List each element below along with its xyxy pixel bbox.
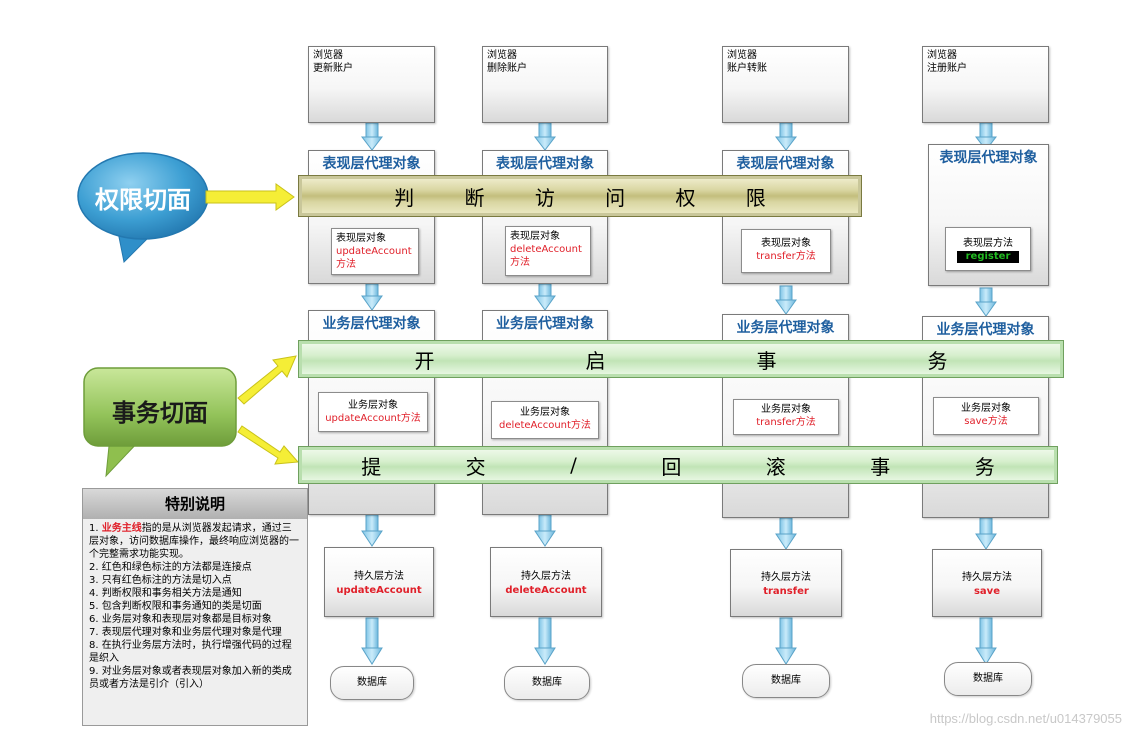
register-method: register: [956, 251, 1020, 263]
browser-label: 浏览器 账户转账: [727, 50, 767, 74]
down-arrow-icon: [975, 517, 997, 550]
note-item: 3. 只有红色标注的方法是切入点: [89, 575, 232, 586]
watermark: https://blog.csdn.net/u014379055: [929, 711, 1122, 726]
note-item: 1. 业务主线指的是从浏览器发起请求，通过三层对象，访问数据库操作，最终响应浏览…: [89, 523, 299, 560]
presentation-object-box: 表现层对象 deleteAccount 方法: [505, 226, 591, 276]
note-item: 4. 判断权限和事务相关方法是通知: [89, 588, 242, 599]
business-proxy-title: 业务层代理对象: [322, 316, 421, 332]
permission-aspect-label: 权限切面: [95, 185, 191, 214]
note-item: 8. 在执行业务层方法时，执行增强代码的过程是织入: [89, 640, 292, 664]
down-arrow-icon: [974, 122, 998, 151]
down-arrow-icon: [533, 122, 557, 151]
presentation-proxy-box-delete: 表现层代理对象 表现层对象 deleteAccount 方法: [482, 150, 608, 284]
down-arrow-icon: [361, 514, 383, 547]
presentation-proxy-box-transfer: 表现层代理对象 表现层对象 transfer方法: [722, 150, 849, 284]
down-arrow-icon: [774, 122, 798, 151]
business-object-box: 业务层对象 save方法: [933, 397, 1039, 435]
presentation-object-box: 表现层方法 register: [945, 227, 1031, 271]
right-arrow-icon: [205, 183, 295, 211]
browser-label: 浏览器 更新账户: [313, 50, 353, 74]
business-object-box: 业务层对象 updateAccount方法: [318, 392, 428, 432]
down-arrow-icon: [361, 283, 383, 311]
business-proxy-title: 业务层代理对象: [496, 316, 594, 332]
presentation-object-box: 表现层对象 updateAccount 方法: [331, 228, 419, 275]
presentation-proxy-title: 表现层代理对象: [939, 150, 1038, 166]
notes-title: 特别说明: [83, 489, 307, 519]
note-item: 6. 业务层对象和表现层对象都是目标对象: [89, 614, 272, 625]
business-object-box: 业务层对象 transfer方法: [733, 399, 839, 435]
transaction-callout-bubble: [83, 367, 237, 478]
begin-transaction-banner: 开 启 事 务: [298, 340, 1064, 378]
down-arrow-icon: [775, 517, 797, 550]
down-arrow-icon: [534, 617, 556, 665]
browser-box-update: 浏览器 更新账户: [308, 46, 435, 123]
commit-rollback-banner: 提 交 / 回 滚 事 务: [298, 446, 1058, 484]
permission-check-banner: 判 断 访 问 权 限: [298, 175, 862, 217]
persistence-box-transfer: 持久层方法 transfer: [730, 549, 842, 617]
business-proxy-title: 业务层代理对象: [936, 322, 1035, 338]
note-item: 9. 对业务层对象或者表现层对象加入新的类成员或者方法是引介（引入）: [89, 666, 292, 690]
special-notes-panel: 特别说明 1. 业务主线指的是从浏览器发起请求，通过三层对象，访问数据库操作，最…: [82, 488, 308, 726]
permission-callout-bubble: [77, 152, 209, 264]
database-node: 数据库: [330, 666, 414, 700]
down-arrow-icon: [361, 617, 383, 665]
note-item: 7. 表现层代理对象和业务层代理对象是代理: [89, 627, 282, 638]
down-arrow-icon: [775, 617, 797, 665]
down-arrow-icon: [775, 285, 797, 315]
presentation-object-box: 表现层对象 transfer方法: [741, 229, 831, 273]
flow-arrows: [360, 122, 998, 665]
persistence-box-save: 持久层方法 save: [932, 549, 1042, 617]
database-node: 数据库: [742, 664, 830, 698]
up-right-arrow-icon: [237, 355, 297, 405]
browser-label: 浏览器 注册账户: [927, 50, 967, 74]
presentation-proxy-title: 表现层代理对象: [322, 156, 421, 172]
database-node: 数据库: [944, 662, 1032, 696]
persistence-box-delete: 持久层方法 deleteAccount: [490, 547, 602, 617]
down-arrow-icon: [360, 122, 384, 151]
down-right-arrow-icon: [237, 425, 300, 465]
browser-box-transfer: 浏览器 账户转账: [722, 46, 849, 123]
presentation-proxy-title: 表现层代理对象: [736, 156, 835, 172]
browser-label: 浏览器 删除账户: [487, 50, 527, 74]
database-node: 数据库: [504, 666, 590, 700]
down-arrow-icon: [975, 617, 997, 665]
business-proxy-title: 业务层代理对象: [736, 320, 835, 336]
browser-box-register: 浏览器 注册账户: [922, 46, 1049, 123]
presentation-proxy-box-update: 表现层代理对象 表现层对象 updateAccount 方法: [308, 150, 435, 284]
notes-list: 1. 业务主线指的是从浏览器发起请求，通过三层对象，访问数据库操作，最终响应浏览…: [89, 522, 301, 691]
presentation-proxy-box-register: 表现层代理对象 表现层方法 register: [928, 144, 1049, 286]
transaction-aspect-label: 事务切面: [112, 398, 208, 427]
note-item: 5. 包含判断权限和事务通知的类是切面: [89, 601, 262, 612]
note-item: 2. 红色和绿色标注的方法都是连接点: [89, 562, 252, 573]
browser-box-delete: 浏览器 删除账户: [482, 46, 608, 123]
presentation-proxy-title: 表现层代理对象: [496, 156, 594, 172]
down-arrow-icon: [534, 514, 556, 547]
down-arrow-icon: [534, 283, 556, 311]
persistence-box-update: 持久层方法 updateAccount: [324, 547, 434, 617]
business-object-box: 业务层对象 deleteAccount方法: [491, 401, 599, 439]
down-arrow-icon: [975, 287, 997, 317]
